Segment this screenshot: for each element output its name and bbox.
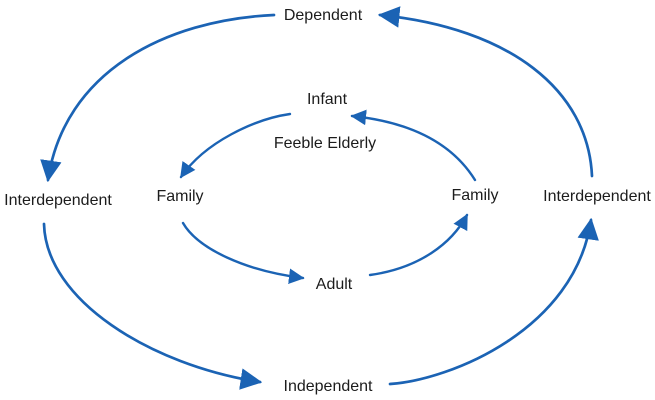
arrow-interdependent-to-dependent xyxy=(377,6,594,178)
inner-label-top: Infant xyxy=(306,91,348,109)
inner-label-center: Feeble Elderly xyxy=(273,135,377,153)
arrow-family-to-adult xyxy=(181,221,305,285)
inner-label-bottom: Adult xyxy=(315,276,353,294)
arrow-dependent-to-interdependent xyxy=(40,13,276,183)
outer-label-right: Interdependent xyxy=(543,188,651,206)
arrow-infant-to-family xyxy=(179,112,292,179)
outer-label-left: Interdependent xyxy=(4,192,112,210)
inner-label-left: Family xyxy=(156,188,204,206)
inner-label-right: Family xyxy=(451,187,499,205)
outer-label-bottom: Independent xyxy=(283,378,373,396)
arrow-adult-to-family xyxy=(368,213,469,277)
outer-label-top: Dependent xyxy=(283,7,363,25)
arrow-independent-to-interdependent xyxy=(388,217,599,386)
arrow-family-to-infant xyxy=(350,109,477,182)
arrow-interdependent-to-independent xyxy=(42,222,263,390)
